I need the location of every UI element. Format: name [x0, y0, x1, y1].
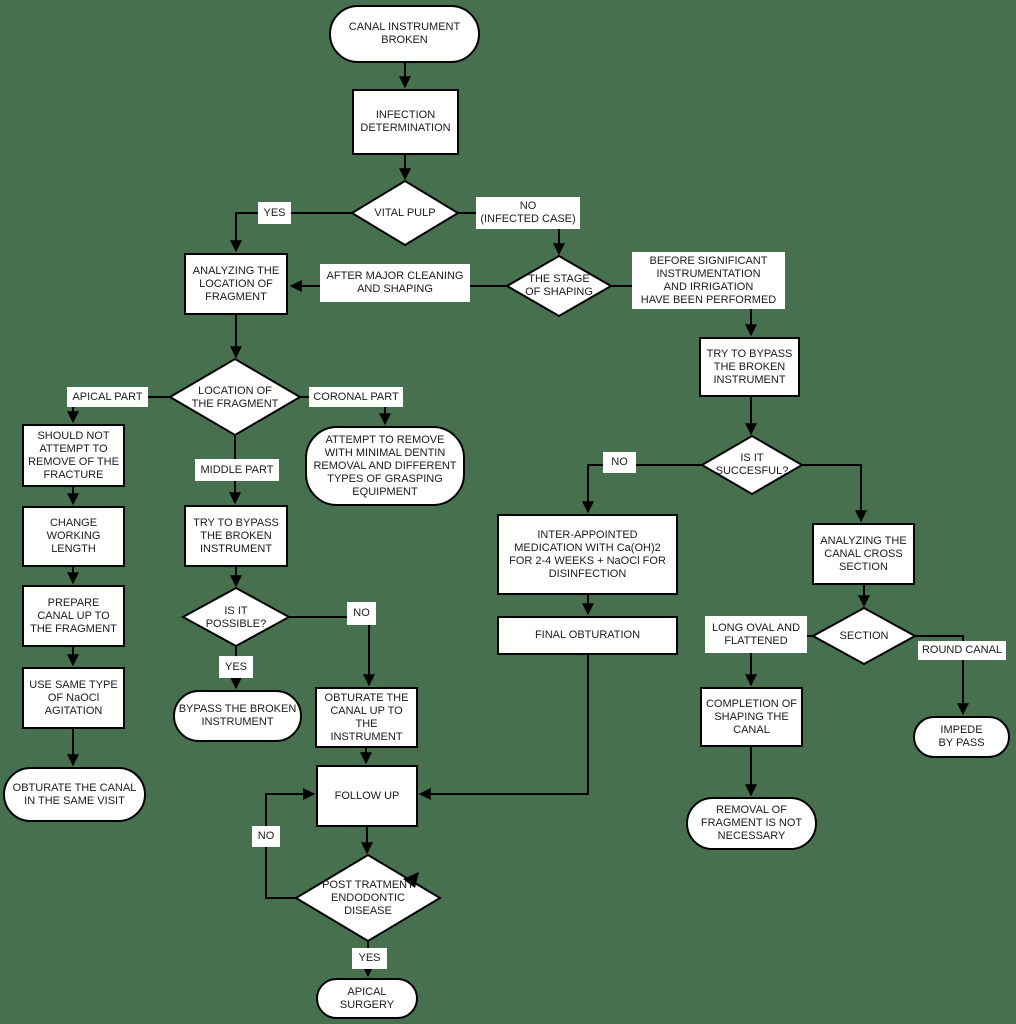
process-try-to-bypass-broken-instrument-right: TRY TO BYPASS THE BROKEN INSTRUMENT: [699, 337, 800, 397]
edge-label-possible-yes: YES: [219, 656, 253, 678]
decision-is-it-succesful-label: IS IT SUCCESFUL?: [715, 452, 789, 477]
process-should-not-attempt-remove: SHOULD NOT ATTEMPT TO REMOVE OF THE FRAC…: [22, 424, 125, 487]
end-node-attempt-to-remove-grasping: ATTEMPT TO REMOVE WITH MINIMAL DENTIN RE…: [305, 426, 465, 506]
process-inter-appointed-medication: INTER-APPOINTED MEDICATION WITH Ca(OH)2 …: [497, 514, 678, 595]
decision-is-it-possible-label: IS IT POSSIBLE?: [205, 604, 267, 630]
decision-stage-of-shaping-shape: [504, 254, 614, 318]
edge-label-apical-part: APICAL PART: [67, 387, 148, 407]
decision-vital-pulp-shape: [350, 179, 460, 247]
edge-label-succesful-no: NO: [603, 452, 636, 473]
start-node-canal-instrument-broken: CANAL INSTRUMENT BROKEN: [329, 5, 480, 63]
process-obturate-canal-up-to-instrument: OBTURATE THE CANAL UP TO THE INSTRUMENT: [315, 687, 418, 748]
decision-location-of-fragment-shape: [168, 357, 302, 437]
end-node-obturate-canal-same-visit: OBTURATE THE CANAL IN THE SAME VISIT: [3, 767, 146, 822]
process-follow-up: FOLLOW UP: [316, 765, 418, 827]
edge-label-post-no: NO: [252, 826, 280, 847]
process-completion-of-shaping-canal: COMPLETION OF SHAPING THE CANAL: [700, 687, 803, 747]
decision-location-of-fragment-label: LOCATION OF THE FRAGMENT: [191, 384, 279, 410]
edge-label-after-major-cleaning: AFTER MAJOR CLEANING AND SHAPING: [320, 264, 470, 302]
process-use-same-type-naocl-agitation: USE SAME TYPE OF NaOCl AGITATION: [22, 667, 125, 729]
connector-succesful-no: [582, 464, 702, 514]
edge-label-round-canal: ROUND CANAL: [918, 641, 1006, 660]
connector-section-round-canal: [915, 635, 969, 716]
edge-label-coronal-part: CORONAL PART: [309, 387, 403, 407]
process-analyzing-location-of-fragment: ANALYZING THE LOCATION OF FRAGMENT: [184, 253, 288, 315]
process-infection-determination: INFECTION DETERMINATION: [352, 89, 459, 155]
end-node-apical-surgery: APICAL SURGERY: [316, 978, 418, 1019]
edge-label-before-significant-instrumentation: BEFORE SIGNIFICANT INSTRUMENTATION AND I…: [632, 252, 785, 309]
stray-arrowhead: [403, 872, 419, 888]
decision-is-it-succesful-shape: [700, 434, 804, 496]
decision-vital-pulp-label: VITAL PULP: [374, 206, 436, 219]
decision-post-treatment-shape: [294, 853, 442, 943]
end-node-impede-by-pass: IMPEDE BY PASS: [913, 716, 1010, 758]
process-change-working-length: CHANGE WORKING LENGTH: [22, 506, 125, 567]
process-final-obturation: FINAL OBTURATION: [497, 616, 678, 655]
decision-stage-of-shaping-label: THE STAGE OF SHAPING: [525, 273, 593, 298]
end-node-removal-not-necessary: REMOVAL OF FRAGMENT IS NOT NECESSARY: [686, 797, 817, 850]
process-prepare-canal-up-to-fragment: PREPARE CANAL UP TO THE FRAGMENT: [22, 585, 125, 647]
process-analyzing-canal-cross-section: ANALYZING THE CANAL CROSS SECTION: [812, 523, 915, 585]
edge-label-long-oval-flattened: LONG OVAL AND FLATTENED: [705, 616, 807, 653]
connector-vital-pulp-yes: [230, 212, 352, 253]
connector-final-obturation-to-follow-up: [418, 655, 589, 800]
edge-label-possible-no: NO: [347, 602, 376, 625]
decision-section-shape: [810, 606, 918, 666]
edge-label-vital-no-infected-case: NO (INFECTED CASE): [476, 197, 580, 229]
connector-possible-no: [289, 616, 375, 687]
decision-post-treatment-label: POST TRATMENT ENDODONTIC DISEASE: [322, 878, 414, 917]
end-node-bypass-broken-instrument: BYPASS THE BROKEN INSTRUMENT: [173, 690, 302, 742]
decision-is-it-possible-shape: [180, 586, 292, 648]
process-try-to-bypass-broken-instrument-middle: TRY TO BYPASS THE BROKEN INSTRUMENT: [184, 505, 288, 567]
connector-succesful-to-cross-section: [802, 464, 867, 523]
decision-section-label: SECTION: [839, 629, 889, 642]
edge-label-vital-yes: YES: [258, 202, 291, 224]
edge-label-middle-part: MIDDLE PART: [195, 459, 279, 481]
edge-label-post-yes: YES: [352, 948, 387, 969]
